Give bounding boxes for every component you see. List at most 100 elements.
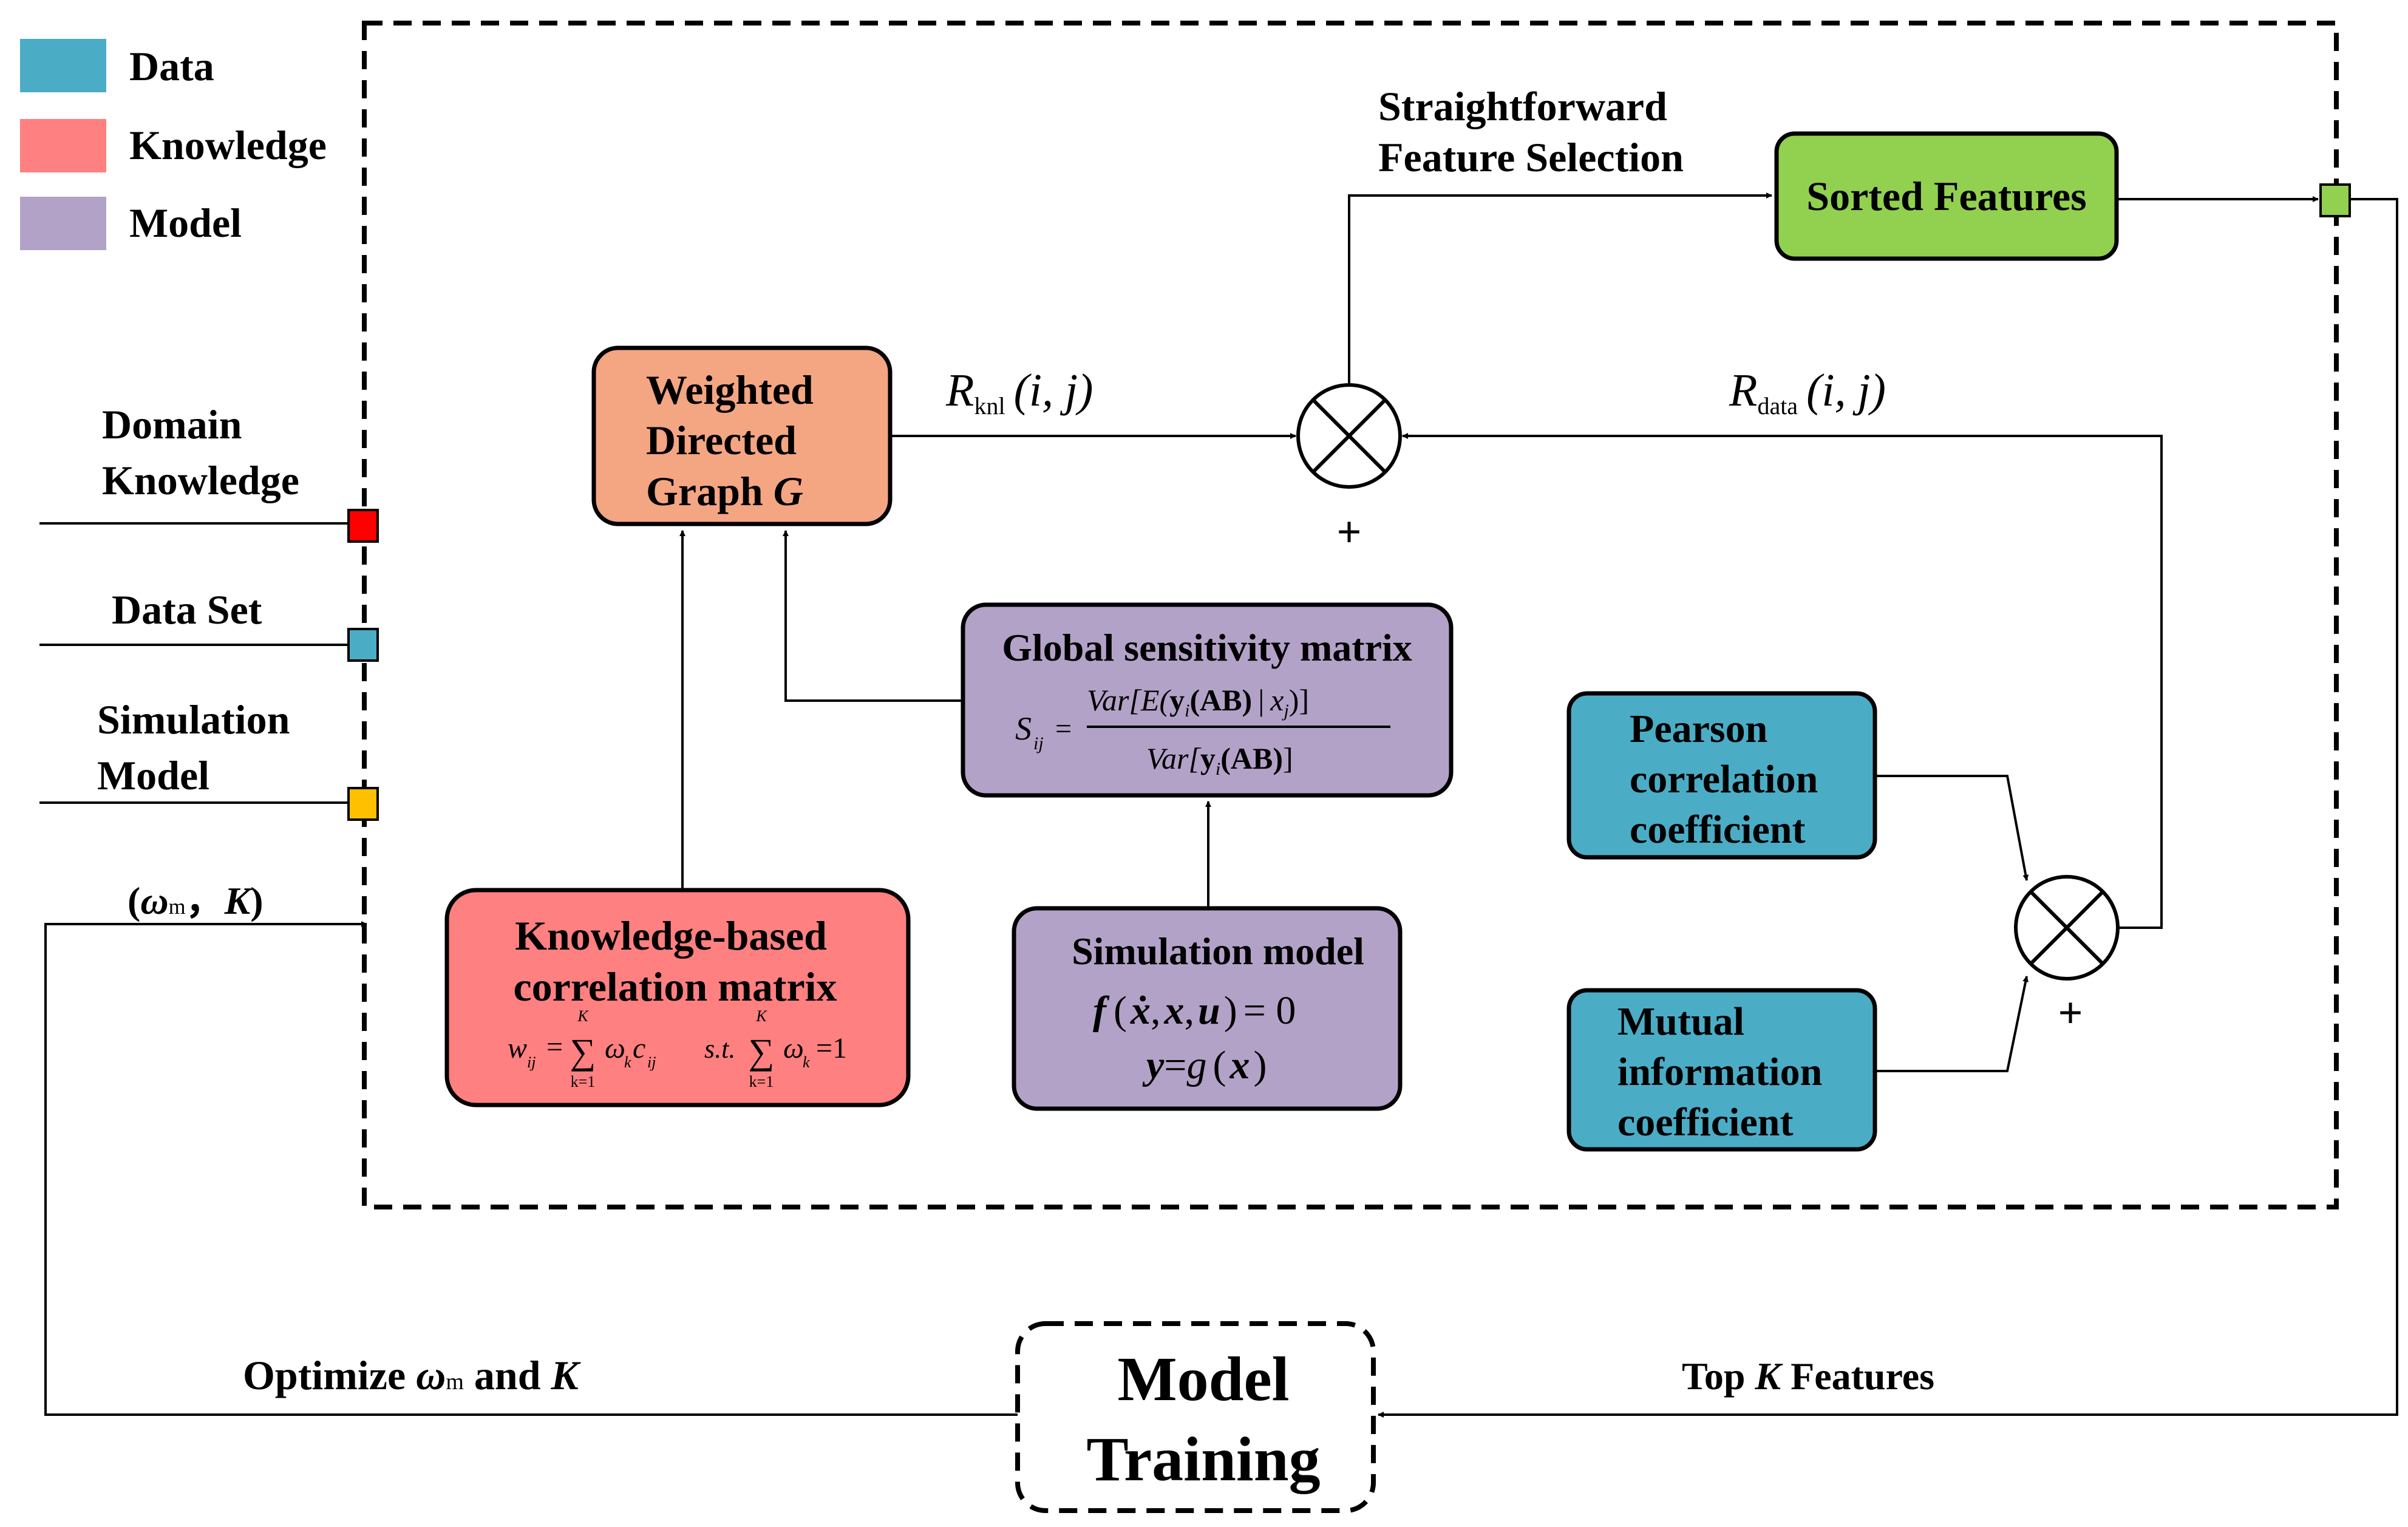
gsm-num-y: y [1169, 683, 1185, 717]
topk-a: Top [1682, 1355, 1755, 1398]
gsm-lhs: S [1015, 710, 1032, 747]
kbc-title-1: Knowledge-based [515, 913, 827, 959]
sim-eq2-close: ) [1254, 1043, 1267, 1087]
sim-eq2: y=g(x) [1142, 1043, 1267, 1087]
wdg-label-3-text: Graph [646, 468, 774, 514]
combine-node-main [1296, 383, 1402, 489]
sorted-features-box [1774, 131, 2119, 261]
gsm-denominator: Var[yi(AB)] [1146, 741, 1293, 779]
sim-title: Simulation model [1072, 930, 1364, 973]
optimize-omega: ω [416, 1352, 446, 1398]
gsm-num-ab: (AB) [1189, 683, 1252, 717]
gsm-numerator: Var[E(yi(AB)|xj)] [1087, 683, 1309, 721]
wdg-label-3: Graph G [646, 468, 803, 514]
top-k-label: Top K Features [1682, 1355, 1934, 1398]
r-data-r: R [1729, 365, 1757, 416]
kbc-st-sum: ∑ [749, 1032, 775, 1072]
kbc-omega: ω [605, 1032, 625, 1064]
gsm-den-a: Var[ [1146, 741, 1202, 775]
sim-eq2-eq: = [1164, 1043, 1186, 1087]
gsm-title: Global sensitivity matrix [1002, 626, 1412, 669]
params-label: (ωm，K) [128, 879, 264, 922]
params-sub: m [169, 894, 186, 919]
sim-eq1-rhs: = 0 [1243, 988, 1296, 1033]
kbc-st-sum-bottom: k=1 [749, 1073, 774, 1090]
sim-eq2-open: ( [1213, 1043, 1226, 1087]
framework-boundary [362, 21, 2339, 1209]
sim-eq1-close: ) [1224, 988, 1237, 1033]
topk-k: K [1754, 1355, 1783, 1398]
gsm-num-a: Var[E( [1087, 683, 1171, 717]
kbc-c: c [633, 1032, 645, 1064]
wdg-label-1: Weighted [646, 367, 814, 413]
sim-eq2-y: y [1142, 1043, 1165, 1087]
data-port [347, 628, 379, 662]
kbc-title-2: correlation matrix [513, 964, 837, 1010]
data-set-label: Data Set [112, 587, 262, 633]
model-port [347, 787, 379, 821]
gsm-num-x: x [1270, 683, 1284, 717]
top-k-features-arrow [1378, 198, 2398, 1418]
sim-eq1-u: u [1198, 988, 1220, 1033]
gsm-den-y: y [1200, 741, 1216, 775]
r-knl-r: R [945, 365, 974, 416]
params-omega: ω [140, 879, 168, 922]
sim-eq2-x: x [1230, 1043, 1250, 1087]
kbc-st-eq: =1 [816, 1032, 847, 1064]
kbc-sum: ∑ [570, 1032, 596, 1072]
kbc-st: s.t. [704, 1034, 735, 1064]
kbc-w: w [508, 1032, 527, 1064]
kbc-st-sum-top: K [755, 1007, 767, 1025]
params-k: K [224, 879, 253, 922]
sim-eq1-x: x [1163, 988, 1184, 1033]
mutual-to-combine-arrow [1875, 976, 2029, 1072]
params-comma: ， [186, 879, 225, 922]
pearson-label-1: Pearson [1630, 707, 1767, 751]
simulation-model-label-1: Simulation [97, 696, 290, 743]
model-training-label-2: Training [1086, 1424, 1320, 1494]
r-knl-label: Rknl(i, j) [945, 365, 1093, 420]
topk-b: Features [1781, 1355, 1934, 1398]
optimize-sub: m [446, 1369, 464, 1395]
kbc-st-omega-sub: k [803, 1053, 810, 1071]
kbc-st-omega: ω [783, 1032, 804, 1064]
combine-to-sorted-arrow [1348, 192, 1772, 385]
combine-data-plus: + [2058, 988, 2083, 1037]
legend-model-swatch [20, 197, 106, 250]
params-open: ( [128, 879, 140, 922]
kbc-w-sub: ij [527, 1053, 536, 1071]
data-combine-to-main-arrow [1402, 433, 2163, 929]
gsm-num-j: j [1281, 701, 1288, 721]
kbc-omega-sub: k [624, 1053, 631, 1071]
wdg-label-2: Directed [646, 417, 797, 463]
model-training-label-1: Model [1117, 1344, 1289, 1414]
r-knl-args: (i, j) [1014, 365, 1093, 416]
mutual-label-1: Mutual [1617, 999, 1744, 1044]
sim-eq1-open: ( [1114, 988, 1127, 1033]
gsm-to-wdg-arrow [783, 530, 963, 702]
wdg-graph-symbol: G [774, 468, 803, 514]
mutual-label-3: coefficient [1617, 1100, 1794, 1144]
gsm-lhs-sub: ij [1033, 733, 1044, 753]
pearson-to-combine-arrow [1875, 775, 2029, 881]
pearson-label-3: coefficient [1630, 808, 1806, 852]
model-training-box [1015, 1321, 1376, 1513]
gsm-num-i: i [1185, 701, 1189, 721]
gsm-eq: = [1055, 713, 1072, 745]
kbc-formula-constraint: s.t. K ∑ k=1 ω k =1 [704, 1007, 847, 1090]
gsm-num-close: )] [1289, 683, 1309, 717]
mutual-label-2: information [1617, 1050, 1822, 1094]
kbc-formula-weight: w ij = K ∑ k=1 ω k c ij [508, 1007, 656, 1090]
optimize-feedback-arrow [44, 921, 1018, 1416]
kbc-eq: = [546, 1031, 563, 1063]
sim-eq2-g: g [1187, 1043, 1207, 1087]
r-data-label: Rdata(i, j) [1729, 365, 1886, 420]
gsm-formula: S ij = Var[E(yi(AB)|xj)] Var[yi(AB)] [1015, 683, 1390, 779]
legend-data-label: Data [129, 43, 214, 89]
combine-main-plus: + [1336, 508, 1361, 556]
optimize-a: Optimize [243, 1352, 416, 1398]
gsm-den-ab: (AB) [1220, 741, 1283, 775]
simulation-model-label-2: Model [97, 752, 209, 798]
pearson-label-2: correlation [1630, 757, 1818, 801]
